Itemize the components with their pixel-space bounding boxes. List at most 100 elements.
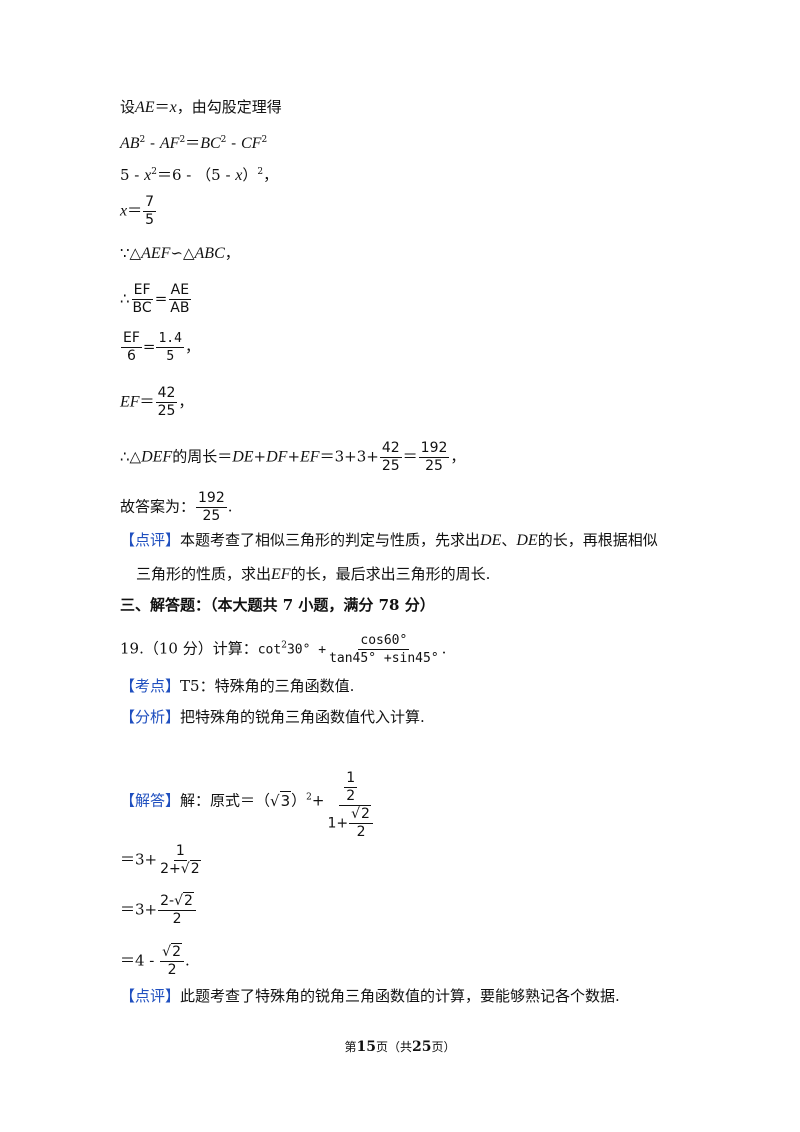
heading-text: 三、解答题：（本大题共 7 小题，满分 78 分） xyxy=(120,596,435,614)
question-19: 19.（10 分）计算：cot230° +cos60°tan45° +sin45… xyxy=(120,632,446,667)
radicand: 3 xyxy=(279,790,292,810)
text: + xyxy=(311,791,325,810)
exponent: 2 xyxy=(281,640,287,651)
text: ＝ xyxy=(402,447,418,466)
text: ＝ xyxy=(185,134,201,152)
var-ae: AE xyxy=(135,99,155,116)
numerator: EF xyxy=(121,330,142,348)
text: ＝ xyxy=(127,201,143,220)
text: 2- xyxy=(160,893,175,909)
text: 的周长＝ xyxy=(172,447,233,466)
exponent: 2 xyxy=(220,135,227,145)
numerator: √2 xyxy=(160,943,184,962)
cot: cot xyxy=(257,642,282,658)
denominator: 2 xyxy=(346,788,356,804)
text: 故答案为： xyxy=(120,497,196,516)
text: + xyxy=(287,447,301,466)
text: T5：特殊角的三角函数值. xyxy=(180,677,355,695)
text: + xyxy=(310,642,327,658)
fraction: cos60°tan45° +sin45° xyxy=(327,632,441,667)
denominator: 25 xyxy=(202,508,221,524)
radicand: 2 xyxy=(360,805,371,822)
section-heading: 三、解答题：（本大题共 7 小题，满分 78 分） xyxy=(120,595,435,615)
sqrt: √2 xyxy=(162,943,182,960)
text: = xyxy=(142,337,156,356)
text: 把特殊角的锐角三角函数值代入计算. xyxy=(180,708,425,726)
var: DE xyxy=(516,532,538,549)
numerator: 1 xyxy=(344,770,358,788)
text: 5 - xyxy=(120,166,145,184)
numerator: 192 xyxy=(418,440,450,458)
sqrt: √3 xyxy=(270,790,292,810)
line-comment-2: 三角形的性质，求出EF的长，最后求出三角形的周长. xyxy=(136,564,490,585)
var: DF xyxy=(266,448,288,466)
text: ＝4 - xyxy=(120,951,160,970)
text: = xyxy=(154,289,168,308)
var: EF xyxy=(271,566,291,583)
line-similar: ∵△AEF∽△ABC， xyxy=(120,243,240,264)
text: 本题考查了相似三角形的判定与性质，先求出 xyxy=(180,531,481,549)
text: ， xyxy=(224,244,240,262)
var: BC xyxy=(200,135,221,152)
denominator: 5 xyxy=(145,212,155,228)
numerator: 42 xyxy=(379,440,402,458)
page-number: 15 xyxy=(356,1039,376,1055)
sqrt: √2 xyxy=(174,892,194,909)
exponent: 2 xyxy=(306,792,312,803)
var: AB xyxy=(120,135,140,152)
text: 解：原式＝（ xyxy=(180,791,271,810)
text: 页） xyxy=(431,1040,456,1054)
denominator: 25 xyxy=(157,403,176,419)
line-set-ae: 设AE＝x，由勾股定理得 xyxy=(120,97,282,118)
page-footer: 第15页（共25页） xyxy=(0,1038,800,1055)
text: ，由勾股定理得 xyxy=(176,98,282,116)
numerator: 42 xyxy=(155,385,178,403)
text: ＝3+ xyxy=(120,900,158,919)
var: DE xyxy=(232,448,254,466)
text: . xyxy=(185,951,190,970)
line-kaodian: 【考点】T5：特殊角的三角函数值. xyxy=(120,676,354,696)
numerator: 7 xyxy=(143,194,157,212)
var: DE xyxy=(480,532,502,549)
sqrt: √2 xyxy=(351,805,371,822)
text: + xyxy=(253,447,267,466)
numerator: EF xyxy=(131,282,153,300)
line-equation: 5 - x2＝6 - （5 - x）2， xyxy=(120,162,278,186)
text: ∴△ xyxy=(120,447,142,466)
text: ， xyxy=(450,447,466,466)
text: 1+ xyxy=(327,815,349,832)
numerator: √2 xyxy=(349,805,373,824)
text: . xyxy=(227,497,233,516)
var-x: x xyxy=(144,167,152,184)
var-x: x xyxy=(235,167,243,184)
dianping-tag: 【点评】 xyxy=(120,987,181,1005)
var-x: x xyxy=(169,99,177,116)
text: 此题考查了特殊角的锐角三角函数值的计算，要能够熟记各个数据. xyxy=(180,987,620,1005)
var: DEF xyxy=(141,448,173,466)
denominator: 2 xyxy=(356,824,366,840)
denominator: BC xyxy=(132,300,152,316)
line-dianping: 【点评】此题考查了特殊角的锐角三角函数值的计算，要能够熟记各个数据. xyxy=(120,986,620,1006)
denominator: 25 xyxy=(425,458,443,474)
text: ） xyxy=(242,166,258,184)
line-fenxi: 【分析】把特殊角的锐角三角函数值代入计算. xyxy=(120,707,425,727)
text: ＝ xyxy=(154,98,170,116)
